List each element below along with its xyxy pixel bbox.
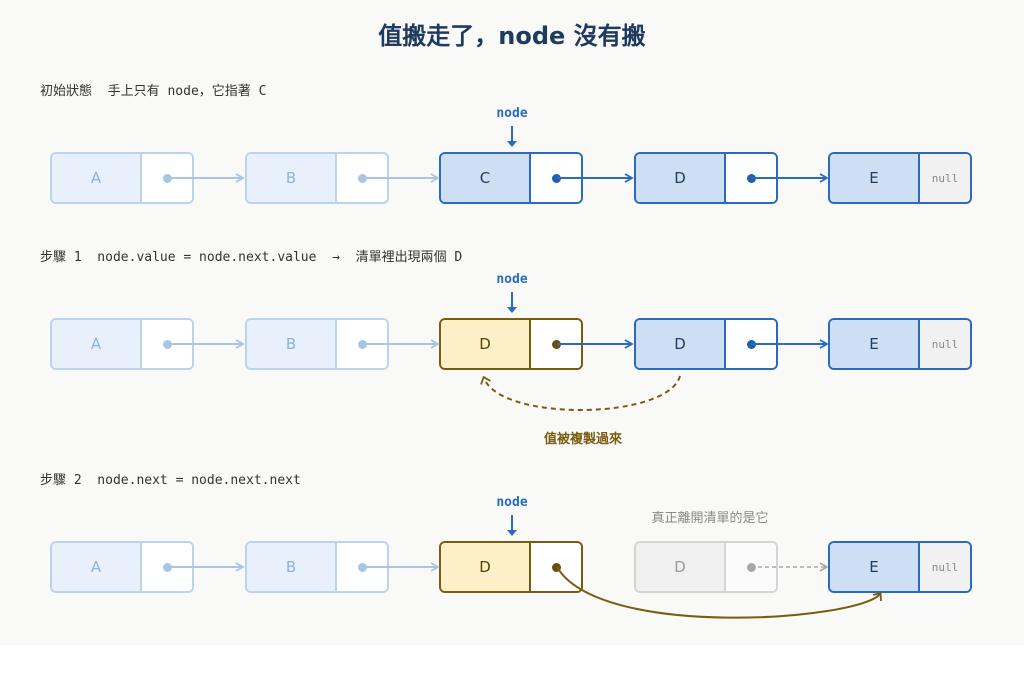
list-node-b: B xyxy=(245,152,389,204)
node-pointer-arrow xyxy=(507,515,517,536)
node-value: A xyxy=(52,154,142,202)
node-pointer-label: node xyxy=(496,495,528,510)
node-value: A xyxy=(52,320,142,368)
list-node-d: D xyxy=(634,541,778,593)
next-pointer-dot xyxy=(551,173,561,183)
links-layer xyxy=(168,173,882,619)
next-pointer-dot xyxy=(162,173,172,183)
list-node-d: D xyxy=(439,541,583,593)
diagram-canvas: 值搬走了，node 沒有搬 初始狀態 手上只有 node，它指著 C node … xyxy=(40,22,972,619)
list-node-d: D xyxy=(439,318,583,370)
node-value: D xyxy=(636,154,726,202)
list-node-a: A xyxy=(50,152,194,204)
row-caption-step1: 步驟 1 node.value = node.next.value → 清單裡出… xyxy=(40,250,463,265)
node-value: E xyxy=(830,320,920,368)
node-next-field: null xyxy=(920,543,970,591)
node-value: E xyxy=(830,543,920,591)
node-pointer-arrow xyxy=(507,292,517,313)
list-node-a: A xyxy=(50,541,194,593)
node-value: D xyxy=(441,320,531,368)
next-pointer-dot xyxy=(551,339,561,349)
diagram-title: 值搬走了，node 沒有搬 xyxy=(378,22,646,50)
bypass-link-arrow xyxy=(556,566,882,619)
row-caption-step2: 步驟 2 node.next = node.next.next xyxy=(40,473,301,488)
node-value: D xyxy=(441,543,531,591)
next-pointer-dot xyxy=(551,562,561,572)
node-value: A xyxy=(52,543,142,591)
value-copy-arrow xyxy=(480,375,681,411)
null-label: null xyxy=(920,320,970,368)
row-caption-initial: 初始狀態 手上只有 node，它指著 C xyxy=(40,84,267,99)
node-value: D xyxy=(636,543,726,591)
next-pointer-dot xyxy=(162,339,172,349)
node-value: B xyxy=(247,154,337,202)
node-value: E xyxy=(830,154,920,202)
copy-annotation: 值被複製過來 xyxy=(543,432,622,447)
null-label: null xyxy=(920,543,970,591)
next-pointer-dot xyxy=(162,562,172,572)
null-label: null xyxy=(920,154,970,202)
node-pointer-arrow xyxy=(507,126,517,147)
node-next-field: null xyxy=(920,154,970,202)
node-value: B xyxy=(247,320,337,368)
node-value: D xyxy=(636,320,726,368)
list-node-a: A xyxy=(50,318,194,370)
removed-node-annotation: 真正離開清單的是它 xyxy=(651,511,769,526)
node-value: C xyxy=(441,154,531,202)
node-next-field: null xyxy=(920,320,970,368)
node-pointer-label: node xyxy=(496,106,528,121)
node-pointer-label: node xyxy=(496,272,528,287)
node-value: B xyxy=(247,543,337,591)
